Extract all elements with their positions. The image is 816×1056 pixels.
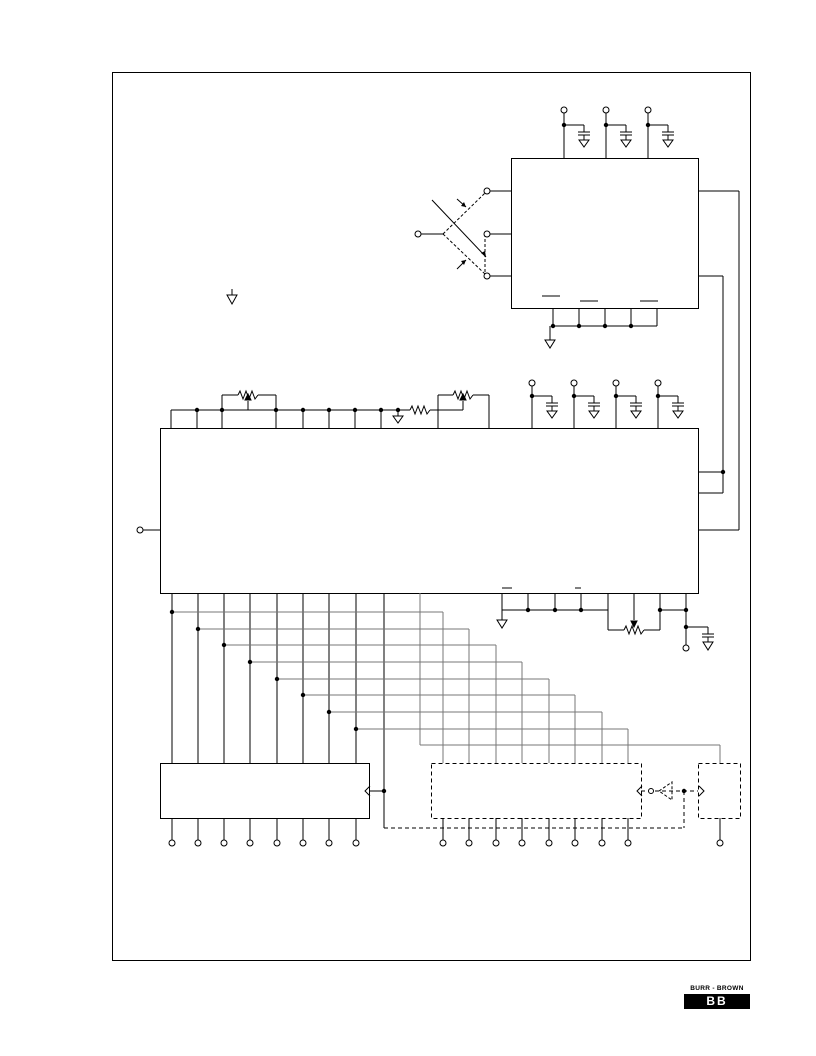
left-latch-block <box>160 763 370 819</box>
data-bus <box>171 593 385 828</box>
main-ic <box>143 386 739 645</box>
ground-symbol-icon <box>392 410 714 651</box>
resistor-icon <box>237 389 645 636</box>
top-supply-network <box>563 113 669 158</box>
junction-dot-icon <box>169 122 726 794</box>
bottom-blocks <box>160 763 741 840</box>
top-right-ic-body <box>511 158 699 309</box>
logo-top-text: BURR - BROWN <box>690 985 744 992</box>
ground-symbol-icon <box>226 139 674 349</box>
bus-crossovers <box>172 593 721 763</box>
right-dashed-block <box>698 763 741 819</box>
potentiometer-icon <box>244 392 638 629</box>
top-right-block <box>421 113 740 530</box>
logo-mark: BB <box>684 994 750 1009</box>
terminal-icon <box>136 106 724 847</box>
main-ic-body <box>160 428 699 594</box>
capacitor-icon <box>546 402 714 642</box>
middle-dashed-block <box>431 763 642 819</box>
buffer-triangle-icon <box>461 202 486 265</box>
capacitor-icon <box>578 131 674 140</box>
burr-brown-logo: BURR - BROWN BB <box>684 985 750 1009</box>
figure-frame <box>112 72 751 961</box>
